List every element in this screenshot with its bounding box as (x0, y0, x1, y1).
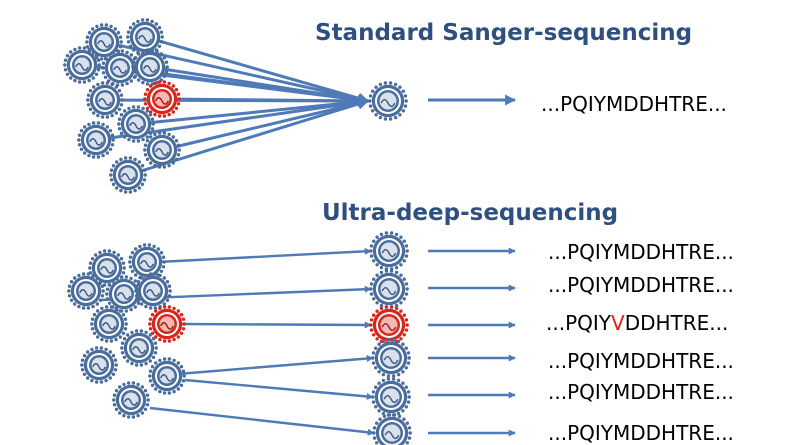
sequence-text: ...PQIYMDDHTRE... (548, 349, 734, 373)
virus-particle (134, 272, 172, 310)
isolated-virus-4 (371, 338, 411, 378)
mutation-residue: V (611, 311, 625, 335)
virus-particle (128, 243, 166, 281)
isolated-virus-2 (369, 269, 409, 309)
convergence-arrow (140, 98, 370, 173)
isolated-mutant-virus (369, 305, 409, 345)
convergence-arrow (163, 67, 370, 105)
sanger-sequence: ...PQIYMDDHTRE... (541, 92, 727, 116)
virus-particle (101, 49, 139, 87)
virus-particle (143, 131, 181, 169)
mutant-virus-particle (148, 305, 186, 343)
isolated-virus-6 (372, 413, 412, 445)
pooled-virus-particle (368, 81, 408, 121)
deep-sequence-4: ...PQIYMDDHTRE... (548, 349, 734, 373)
virus-particle (117, 105, 155, 143)
virus-particle (67, 272, 105, 310)
virus-particle (109, 156, 147, 194)
virus-particle (80, 346, 118, 384)
individual-arrow-5 (184, 378, 374, 400)
convergence-arrow (158, 39, 370, 104)
deep-sequence-1: ...PQIYMDDHTRE... (548, 240, 734, 264)
virus-particle (131, 48, 169, 86)
convergence-arrow (117, 43, 370, 105)
sequence-text: ...PQIYMDDHTRE... (548, 240, 734, 264)
convergence-arrow (149, 96, 370, 125)
isolated-virus-1 (369, 231, 409, 271)
deep-title: Ultra-deep-sequencing (322, 200, 619, 226)
convergence-arrow (175, 97, 370, 149)
individual-arrow-4 (177, 355, 374, 376)
viruses-layer (63, 18, 412, 445)
convergence-arrow (109, 96, 370, 140)
sequence-text: ...PQIYMDDHTRE... (548, 273, 734, 297)
sequence-text-suffix: DDHTRE... (624, 311, 729, 335)
deep-sequence-3-mutant: ...PQIYVDDHTRE... (546, 311, 728, 335)
virus-particle (90, 305, 128, 343)
virus-particle (148, 357, 186, 395)
sequence-text: ...PQIYMDDHTRE... (548, 380, 734, 404)
virus-particle (120, 329, 158, 367)
virus-particle (77, 121, 115, 159)
virus-particle (105, 275, 143, 313)
deep-sequence-2: ...PQIYMDDHTRE... (548, 273, 734, 297)
mutant-virus-particle (143, 80, 181, 118)
individual-arrow-6 (149, 406, 375, 436)
isolated-virus-5 (371, 377, 411, 417)
virus-particle (86, 81, 124, 119)
deep-sequence-6: ...PQIYMDDHTRE... (548, 421, 734, 445)
sequence-text-prefix: ...PQIY (546, 311, 611, 335)
sequence-text: ...PQIYMDDHTRE... (548, 421, 734, 445)
individual-arrow-1 (157, 247, 372, 264)
individual-arrow-3 (179, 321, 372, 329)
deep-sequence-5: ...PQIYMDDHTRE... (548, 380, 734, 404)
virus-particle (112, 381, 150, 419)
sanger-title: Standard Sanger-sequencing (315, 20, 693, 46)
virus-particle (126, 18, 164, 56)
virus-particle (63, 46, 101, 84)
convergence-arrow (175, 95, 370, 107)
